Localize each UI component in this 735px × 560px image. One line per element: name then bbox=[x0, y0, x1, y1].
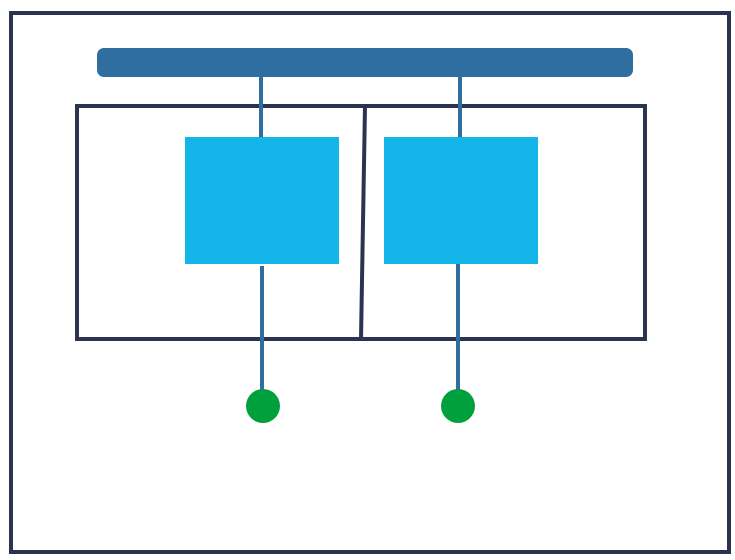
right-terminal-dot bbox=[441, 389, 475, 423]
left-terminal-dot bbox=[246, 389, 280, 423]
top-bar bbox=[97, 48, 633, 77]
compartment-divider bbox=[359, 105, 367, 340]
right-module bbox=[384, 137, 538, 264]
left-module bbox=[185, 137, 339, 264]
outer-frame bbox=[9, 11, 731, 554]
